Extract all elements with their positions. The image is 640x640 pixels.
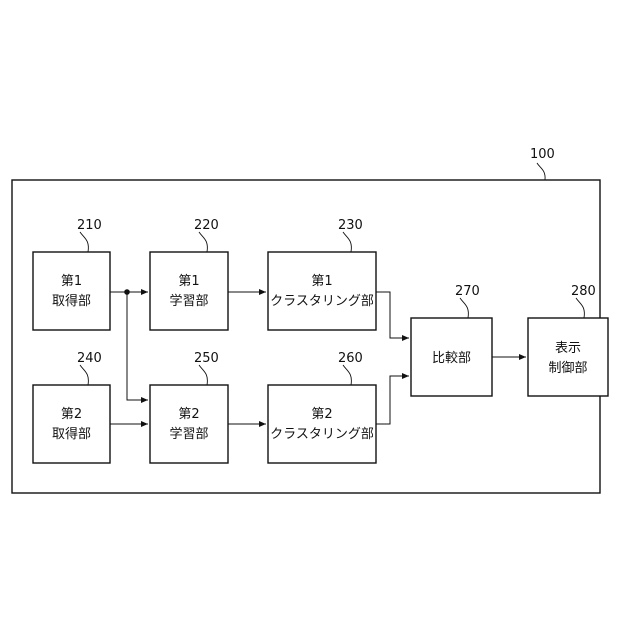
block-220-line-2: 学習部 [169, 293, 208, 309]
block-280-ref: 280 [571, 284, 596, 299]
arrow-210-250 [127, 292, 148, 400]
block-280-line-1: 表示 [555, 341, 581, 356]
block-280-line-2: 制御部 [548, 361, 587, 376]
block-260-line-2: クラスタリング部 [270, 427, 374, 442]
block-270-ref: 270 [455, 284, 480, 299]
block-260-line-1: 第2 [311, 407, 332, 422]
block-230-line-2: クラスタリング部 [270, 294, 374, 309]
block-270-line-1: 比較部 [432, 351, 471, 366]
block-210: 210 第1 取得部 [33, 218, 110, 330]
block-230: 230 第1 クラスタリング部 [268, 218, 376, 330]
block-220-ref: 220 [194, 218, 219, 233]
system-ref-label: 100 [530, 147, 555, 162]
block-220-line-1: 第1 [178, 274, 199, 289]
block-240-ref: 240 [77, 351, 102, 366]
block-240-line-1: 第2 [61, 407, 82, 422]
block-230-line-1: 第1 [311, 274, 332, 289]
block-220: 220 第1 学習部 [150, 218, 228, 330]
block-250: 250 第2 学習部 [150, 351, 228, 463]
block-250-line-1: 第2 [178, 407, 199, 422]
system-ref-leader [537, 163, 545, 180]
arrow-260-270 [376, 376, 409, 424]
block-270: 270 比較部 [411, 284, 492, 396]
block-280: 280 表示 制御部 [528, 284, 608, 396]
block-260-ref: 260 [338, 351, 363, 366]
block-250-line-2: 学習部 [169, 426, 208, 442]
block-260: 260 第2 クラスタリング部 [268, 351, 376, 463]
block-210-line-1: 第1 [61, 274, 82, 289]
block-240: 240 第2 取得部 [33, 351, 110, 463]
block-250-ref: 250 [194, 351, 219, 366]
block-210-line-2: 取得部 [52, 293, 91, 309]
block-210-ref: 210 [77, 218, 102, 233]
block-240-line-2: 取得部 [52, 426, 91, 442]
arrow-230-270 [376, 292, 409, 338]
block-230-ref: 230 [338, 218, 363, 233]
